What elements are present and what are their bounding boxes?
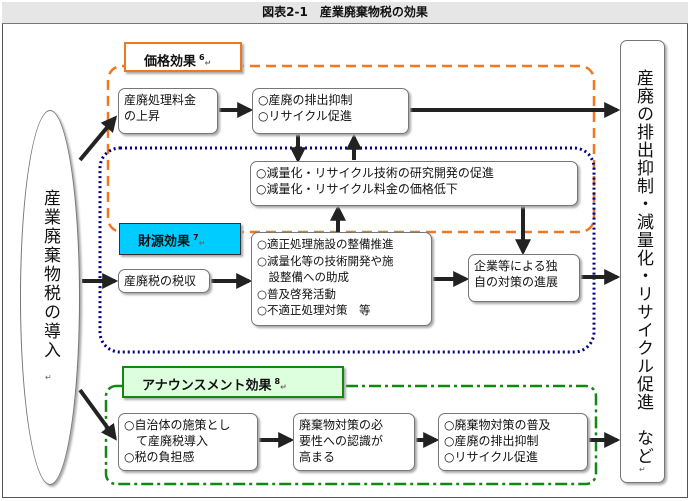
box-fund-use: ○適正処理施設の整備推進 ○減量化等の技術開発や施 設整備への助成 ○普及啓発活…: [251, 232, 432, 326]
cause-ellipse: 産業廃棄物税の導入 ↵: [20, 110, 80, 485]
result-box: 産廃の排出抑制・減量化・リサイクル促進 など ↵: [620, 40, 665, 483]
box-awareness: 廃棄物対策の必 要性への認識が 高まる: [293, 413, 415, 471]
cause-mark: ↵: [45, 373, 52, 382]
box-local-gov: ○自治体の施策とし て産廃税導入 ○税の負担感: [118, 413, 258, 471]
result-text: 産廃の排出抑制・減量化・リサイクル促進 など: [633, 69, 653, 465]
arrow-cause-to-price: [78, 115, 118, 162]
figure-title: 図表2-1 産業廃棄物税の効果: [2, 2, 688, 24]
cause-text: 産業廃棄物税の導入: [40, 189, 60, 360]
box-price-effect: ○産廃の排出抑制 ○リサイクル促進: [252, 88, 409, 134]
result-mark: ↵: [639, 465, 646, 474]
box-price-rise: 産廃処理料金 の上昇: [118, 88, 218, 134]
box-research: ○減量化・リサイクル技術の研究開発の促進 ○減量化・リサイクル料金の価格低下: [250, 161, 578, 206]
announce-effect-region: [104, 384, 598, 486]
box-tax-collect: 産廃税の税収: [118, 269, 210, 293]
arrow-cause-to-announce: [78, 388, 117, 441]
box-announce-effect: ○廃棄物対策の普及 ○産廃の排出抑制 ○リサイクル促進: [438, 413, 588, 471]
box-company: 企業等による独 自の対策の進展: [468, 254, 580, 302]
